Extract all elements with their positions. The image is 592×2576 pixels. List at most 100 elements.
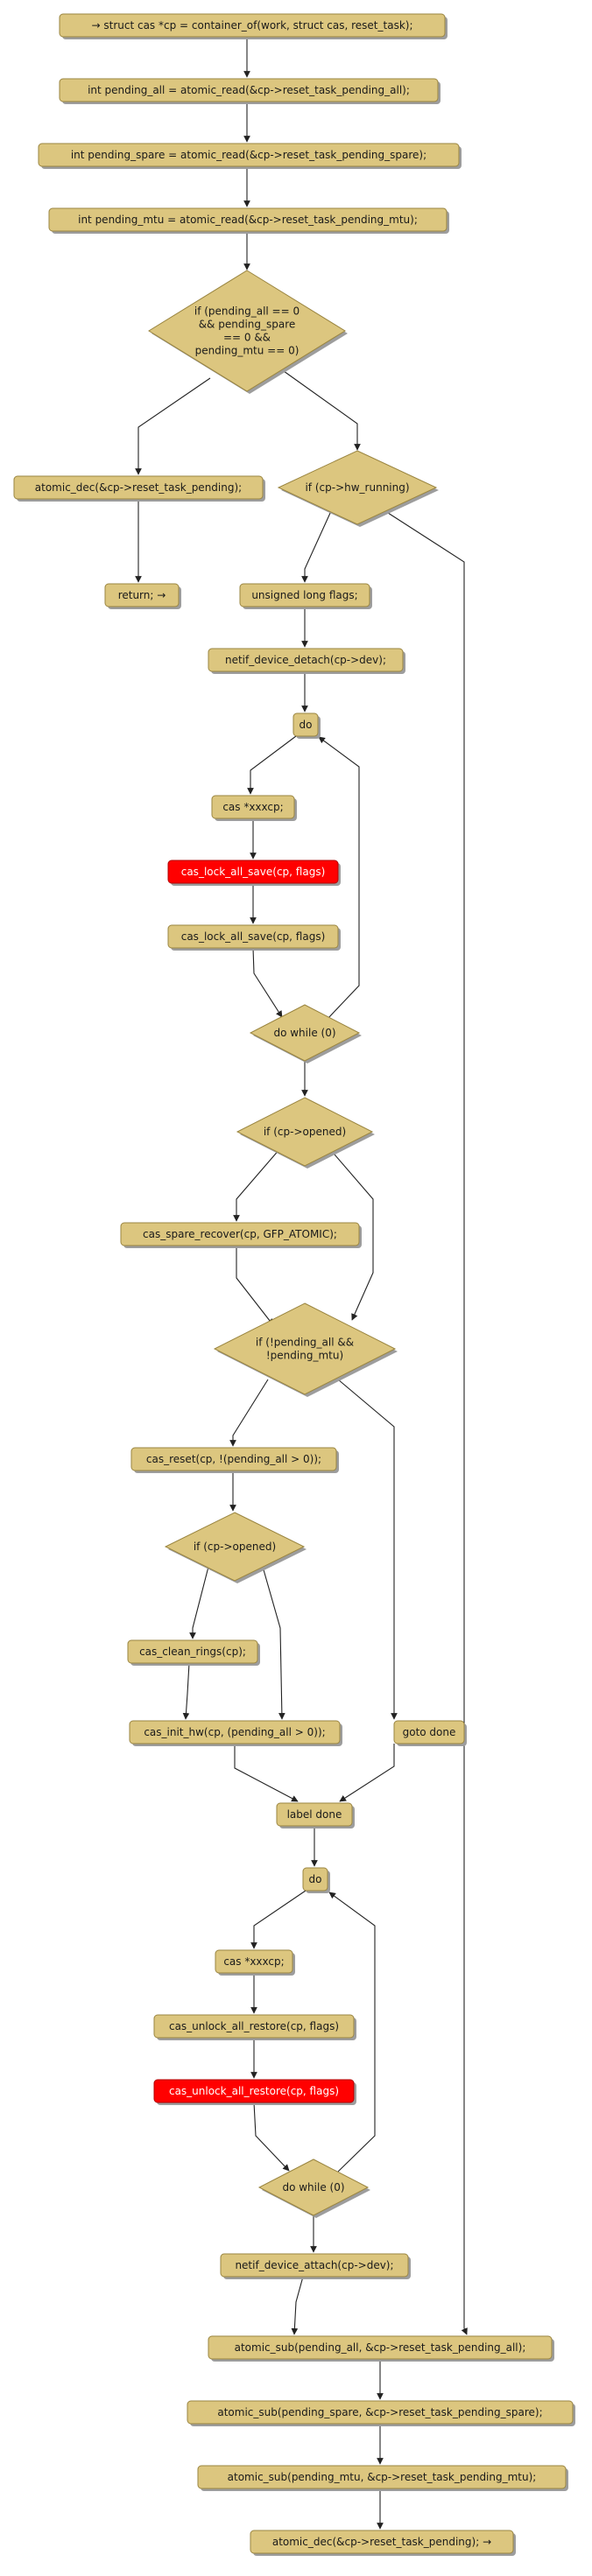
decision-shape	[257, 2158, 370, 2216]
statement-shape	[393, 1720, 465, 1744]
flow-arrow	[233, 1148, 281, 1222]
node-label: cas *xxxcp;	[222, 801, 283, 813]
statement-shape	[197, 2465, 567, 2489]
node-label: cas *xxxcp;	[223, 1955, 284, 1968]
node-label: cas_init_hw(cp, (pending_all > 0));	[144, 1726, 325, 1738]
node-label: → struct cas *cp = container_of(work, st…	[92, 19, 413, 32]
statement-node: cas *xxxcp;	[211, 795, 297, 821]
decision-node: if (pending_all == 0&& pending_spare== 0…	[148, 270, 348, 394]
flow-arrow	[291, 2276, 304, 2335]
node-label: if (cp->opened)	[264, 1126, 346, 1138]
flow-arrow	[229, 1379, 269, 1447]
node-label: atomic_sub(pending_all, &cp->reset_task_…	[235, 2341, 526, 2354]
flow-arrow	[384, 510, 468, 2335]
decision-shape	[213, 1302, 397, 1395]
statement-shape	[59, 13, 446, 38]
node-label: do while (0)	[282, 2181, 344, 2193]
statement-node: cas_lock_all_save(cp, flags)	[167, 924, 341, 951]
statement-node: atomic_sub(pending_spare, &cp->reset_tas…	[187, 2400, 575, 2426]
node-label: pending_mtu == 0)	[195, 345, 300, 357]
node-label: atomic_dec(&cp->reset_task_pending); →	[272, 2536, 491, 2548]
flow-arrow	[247, 735, 297, 795]
node-label: == 0 &&	[223, 332, 271, 344]
node-label: int pending_mtu = atomic_read(&cp->reset…	[78, 214, 418, 226]
node-label: cas_unlock_all_restore(cp, flags)	[169, 2085, 339, 2097]
decision-shape	[236, 1097, 374, 1167]
alert-node: cas_unlock_all_restore(cp, flags)	[153, 2079, 356, 2105]
node-label: cas_unlock_all_restore(cp, flags)	[169, 2020, 339, 2032]
flow-arrow	[182, 1662, 190, 1720]
statement-node: cas_unlock_all_restore(cp, flags)	[153, 2014, 356, 2040]
flow-arrow	[250, 1890, 307, 1949]
flow-arrow	[328, 1148, 374, 1321]
alert-node: cas_lock_all_save(cp, flags)	[167, 860, 341, 886]
statement-node: goto done	[393, 1720, 467, 1746]
statement-node: → struct cas *cp = container_of(work, st…	[59, 13, 448, 39]
node-label: atomic_dec(&cp->reset_task_pending);	[35, 481, 242, 494]
flow-arrow	[253, 2102, 290, 2172]
flow-arrow	[189, 1566, 209, 1639]
node-label: int pending_spare = atomic_read(&cp->res…	[71, 149, 426, 161]
statement-shape	[153, 2014, 355, 2039]
statement-node: int pending_all = atomic_read(&cp->reset…	[59, 78, 440, 104]
statement-shape	[127, 1639, 258, 1664]
statement-shape	[302, 1867, 328, 1892]
statement-shape	[239, 583, 370, 607]
statement-shape	[48, 207, 448, 232]
statement-shape	[276, 1802, 353, 1827]
flow-arrow	[283, 370, 361, 451]
node-label: netif_device_detach(cp->dev);	[225, 654, 386, 666]
node-label: && pending_spare	[199, 319, 296, 331]
statement-node: atomic_sub(pending_mtu, &cp->reset_task_…	[197, 2465, 568, 2491]
statement-node: do	[292, 712, 321, 739]
decision-node: if (!pending_all &&!pending_mtu)	[213, 1302, 398, 1397]
flow-arrow	[262, 1566, 285, 1720]
flow-arrow	[135, 377, 211, 475]
node-label: atomic_sub(pending_mtu, &cp->reset_task_…	[228, 2471, 537, 2483]
node-label: do	[300, 719, 313, 731]
statement-shape	[187, 2400, 574, 2425]
node-label: if (!pending_all &&	[256, 1337, 354, 1349]
node-label: netif_device_attach(cp->dev);	[235, 2259, 393, 2271]
node-label: label done	[287, 1808, 342, 1821]
statement-shape	[59, 78, 439, 102]
statement-shape	[167, 924, 339, 949]
node-label: do while (0)	[273, 1027, 335, 1039]
statement-node: cas_init_hw(cp, (pending_all > 0));	[129, 1720, 342, 1746]
statement-shape	[120, 1222, 360, 1246]
statement-shape	[211, 795, 295, 819]
node-label: cas_spare_recover(cp, GFP_ATOMIC);	[143, 1228, 337, 1240]
statement-shape	[250, 2530, 514, 2554]
statement-shape	[129, 1720, 341, 1744]
statement-node: cas_clean_rings(cp);	[127, 1639, 260, 1666]
statement-node: atomic_sub(pending_all, &cp->reset_task_…	[208, 2335, 554, 2362]
statement-node: unsigned long flags;	[239, 583, 372, 609]
statement-node: label done	[276, 1802, 355, 1828]
node-label: cas_lock_all_save(cp, flags)	[181, 866, 326, 878]
decision-shape	[249, 1004, 361, 1062]
flow-arrow	[339, 1744, 395, 1802]
decision-shape	[148, 270, 346, 392]
statement-node: netif_device_attach(cp->dev);	[220, 2253, 411, 2279]
flow-arrow	[337, 1379, 398, 1720]
node-label: atomic_sub(pending_spare, &cp->reset_tas…	[217, 2406, 542, 2418]
decision-node: if (cp->opened)	[236, 1097, 375, 1169]
node-label: goto done	[403, 1726, 456, 1738]
statement-node: atomic_dec(&cp->reset_task_pending);	[13, 475, 265, 502]
statement-shape	[167, 860, 339, 884]
flow-arrow	[252, 947, 283, 1018]
flow-arrow	[301, 510, 332, 583]
node-label: if (cp->opened)	[194, 1541, 276, 1553]
statement-node: int pending_spare = atomic_read(&cp->res…	[38, 143, 462, 169]
node-label: int pending_all = atomic_read(&cp->reset…	[88, 84, 410, 96]
node-label: cas_clean_rings(cp);	[139, 1646, 246, 1658]
decision-shape	[277, 450, 438, 525]
node-label: unsigned long flags;	[251, 589, 357, 601]
decision-shape	[164, 1512, 306, 1582]
statement-node: do	[302, 1867, 330, 1893]
node-label: return; →	[118, 589, 166, 601]
node-label: do	[309, 1873, 322, 1885]
statement-shape	[208, 2335, 553, 2360]
statement-shape	[208, 648, 404, 672]
statement-shape	[104, 583, 180, 607]
